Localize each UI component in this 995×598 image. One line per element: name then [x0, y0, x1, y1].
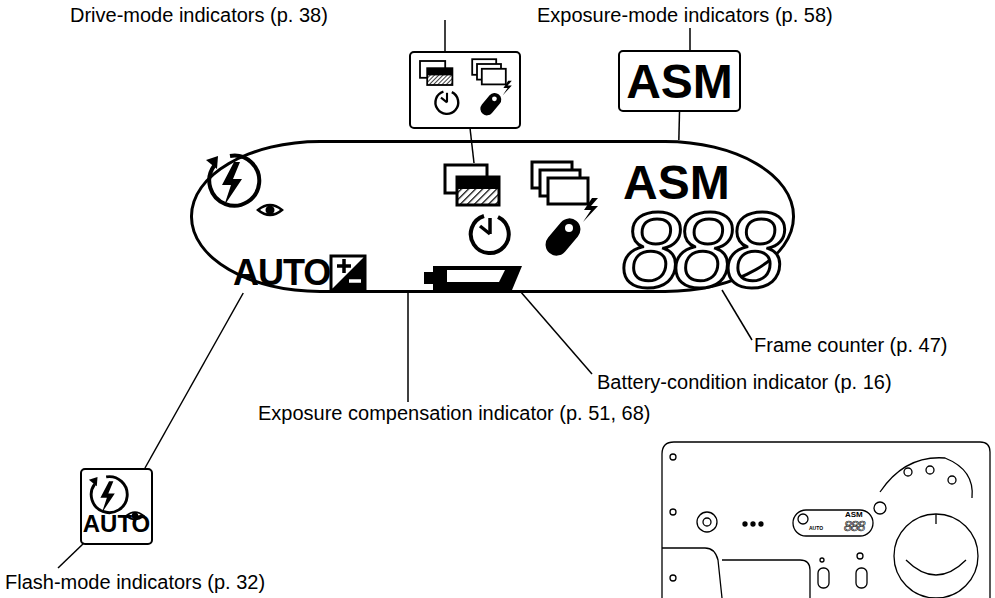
battery-icon [424, 266, 522, 290]
mini-lcd-text: 888 [844, 519, 864, 533]
flash-auto-text: AUTO [82, 512, 151, 536]
callout-label: Flash-mode indicators (p. 32) [5, 572, 265, 592]
callout-label: Frame counter (p. 47) [754, 335, 947, 355]
drive-mode-icons [420, 59, 512, 118]
leader-line [678, 112, 680, 140]
flash-mode-icon [206, 156, 282, 215]
leader-line [145, 293, 243, 468]
exposure-compensation-icon [331, 256, 365, 290]
callout-label: Exposure-mode indicators (p. 58) [537, 5, 833, 25]
camera-illustration [662, 442, 990, 598]
callout-label: Drive-mode indicators (p. 38) [70, 5, 328, 25]
exposure-mode-callout: ASM [618, 50, 741, 112]
frame-counter-digits: 888 [621, 196, 777, 304]
drive-mode-icons [445, 162, 598, 260]
flash-auto-text: AUTO [233, 255, 330, 291]
exposure-mode-text: ASM [620, 58, 739, 106]
callout-label: Exposure compensation indicator (p. 51, … [258, 403, 650, 423]
drive-mode-callout [410, 52, 520, 128]
mini-lcd-text: ASM [845, 511, 863, 519]
callout-label: Battery-condition indicator (p. 16) [597, 372, 892, 392]
lcd-panel: ASMAUTO888 [190, 140, 795, 293]
flash-mode-callout: AUTO [80, 468, 153, 545]
mini-lcd-text: AUTO [809, 526, 823, 531]
